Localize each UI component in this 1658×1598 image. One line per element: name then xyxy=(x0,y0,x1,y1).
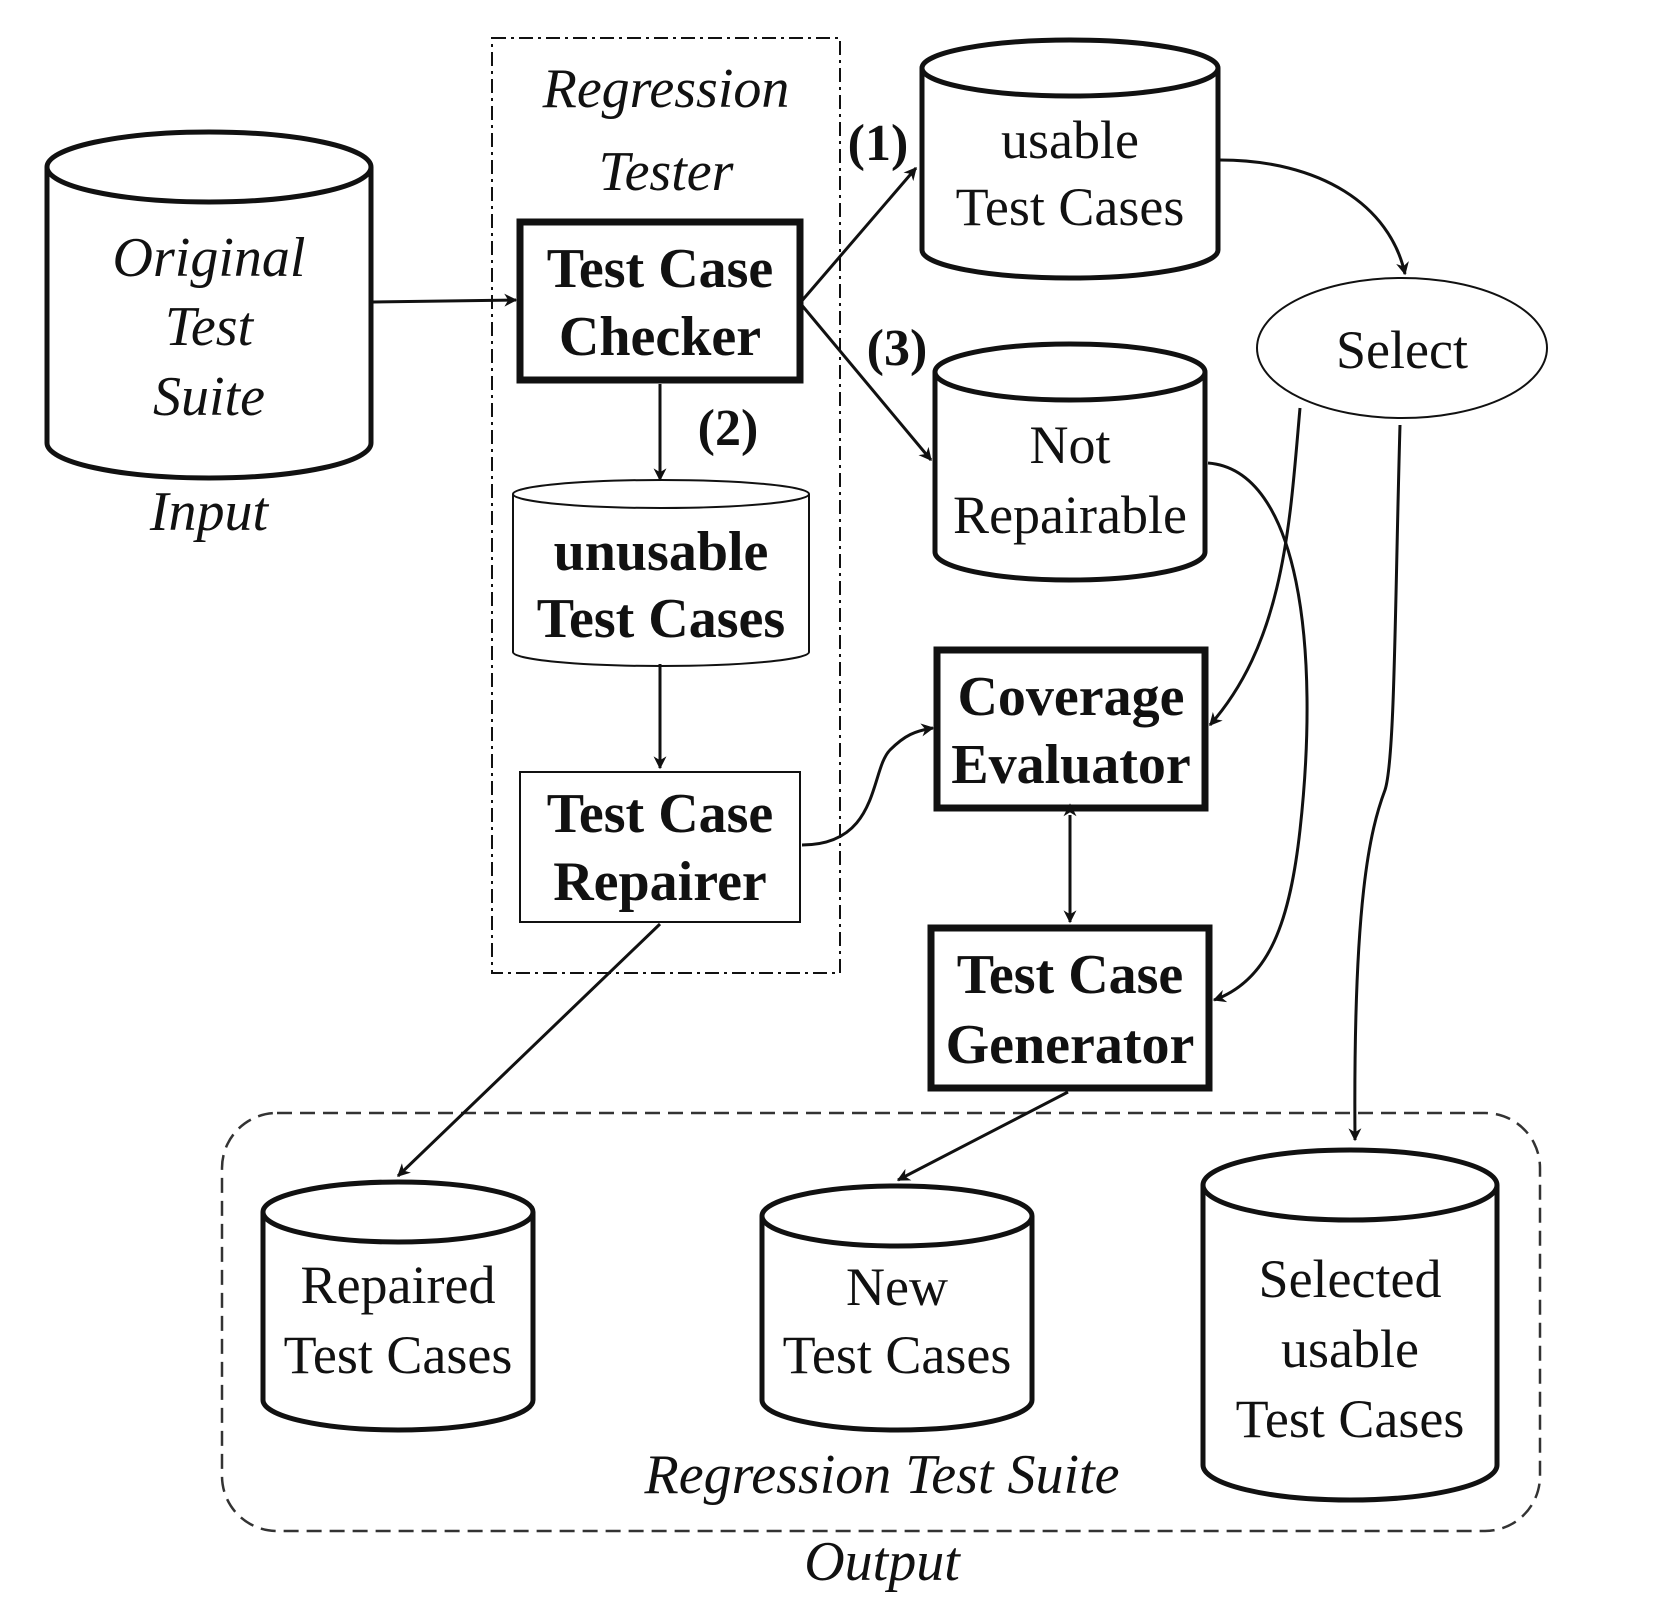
edge-checker-to-not-repairable xyxy=(798,302,933,461)
selected-usable-test-cases-store: Selected usable Test Cases xyxy=(1200,1147,1500,1503)
new-test-cases-line-2: Test Cases xyxy=(783,1325,1012,1385)
original-test-suite-store: Original Test Suite xyxy=(44,129,374,481)
selected-usable-line-3: Test Cases xyxy=(1236,1389,1465,1449)
test-case-checker-line-1: Test Case xyxy=(547,238,774,300)
select-label: Select xyxy=(1336,320,1468,380)
output-caption: Output xyxy=(804,1531,961,1593)
test-case-repairer-line-1: Test Case xyxy=(547,783,774,845)
coverage-evaluator-line-1: Coverage xyxy=(957,666,1184,728)
usable-test-cases-store: usable Test Cases xyxy=(919,37,1221,281)
usable-test-cases-line-1: usable xyxy=(1001,110,1139,170)
test-case-repairer-line-2: Repairer xyxy=(553,851,767,913)
edge-generator-to-new-test-cases xyxy=(896,1090,1069,1182)
test-case-checker-line-2: Checker xyxy=(559,306,761,368)
original-test-suite-line-3: Suite xyxy=(153,366,265,428)
test-case-generator-line-1: Test Case xyxy=(957,944,1184,1006)
regression-tester-title-1: Regression xyxy=(542,58,790,120)
step-label-2: (2) xyxy=(698,400,759,457)
select-node: Select xyxy=(1256,277,1548,419)
unusable-test-cases-store: unusable Test Cases xyxy=(512,479,810,667)
test-case-checker-box: Test Case Checker xyxy=(516,218,804,384)
new-test-cases-line-1: New xyxy=(846,1257,948,1317)
not-repairable-store: Not Repairable xyxy=(932,341,1208,583)
coverage-evaluator-box: Coverage Evaluator xyxy=(933,646,1209,812)
step-label-3: (3) xyxy=(867,320,928,377)
edge-select-to-selected-usable xyxy=(1348,424,1402,1142)
edges xyxy=(372,158,1409,1182)
edge-repairer-to-repaired-test-cases xyxy=(396,922,662,1178)
edge-not-repairable-to-generator xyxy=(1207,461,1309,1003)
repaired-test-cases-line-2: Test Cases xyxy=(284,1325,513,1385)
unusable-test-cases-line-1: unusable xyxy=(554,521,769,583)
regression-test-suite-label: Regression Test Suite xyxy=(644,1444,1120,1506)
edge-repairer-to-coverage-evaluator xyxy=(801,723,935,847)
original-test-suite-line-2: Test xyxy=(165,296,255,358)
output-group: Regression Test Suite Output xyxy=(220,1111,1542,1593)
not-repairable-line-1: Not xyxy=(1030,415,1111,475)
input-caption: Input xyxy=(149,481,270,543)
not-repairable-line-2: Repairable xyxy=(953,485,1187,545)
original-test-suite-line-1: Original xyxy=(113,227,306,289)
step-label-1: (1) xyxy=(848,115,909,172)
regression-tester-group: Regression Tester xyxy=(491,37,841,974)
edge-usable-to-select xyxy=(1219,158,1409,276)
repaired-test-cases-line-1: Repaired xyxy=(301,1255,496,1315)
new-test-cases-store: New Test Cases xyxy=(759,1183,1035,1433)
regression-tester-title-2: Tester xyxy=(599,141,734,203)
selected-usable-line-1: Selected xyxy=(1259,1249,1442,1309)
edge-checker-to-usable xyxy=(798,167,918,304)
coverage-evaluator-line-2: Evaluator xyxy=(951,734,1191,796)
selected-usable-line-2: usable xyxy=(1281,1319,1419,1379)
repaired-test-cases-store: Repaired Test Cases xyxy=(260,1179,536,1433)
test-case-generator-line-2: Generator xyxy=(946,1014,1195,1076)
edge-select-to-coverage-evaluator xyxy=(1208,407,1302,726)
test-case-repairer-box: Test Case Repairer xyxy=(519,771,801,923)
usable-test-cases-line-2: Test Cases xyxy=(956,177,1185,237)
edge-input-to-checker xyxy=(372,293,518,307)
unusable-test-cases-line-2: Test Cases xyxy=(537,588,785,650)
test-case-generator-box: Test Case Generator xyxy=(927,924,1213,1092)
